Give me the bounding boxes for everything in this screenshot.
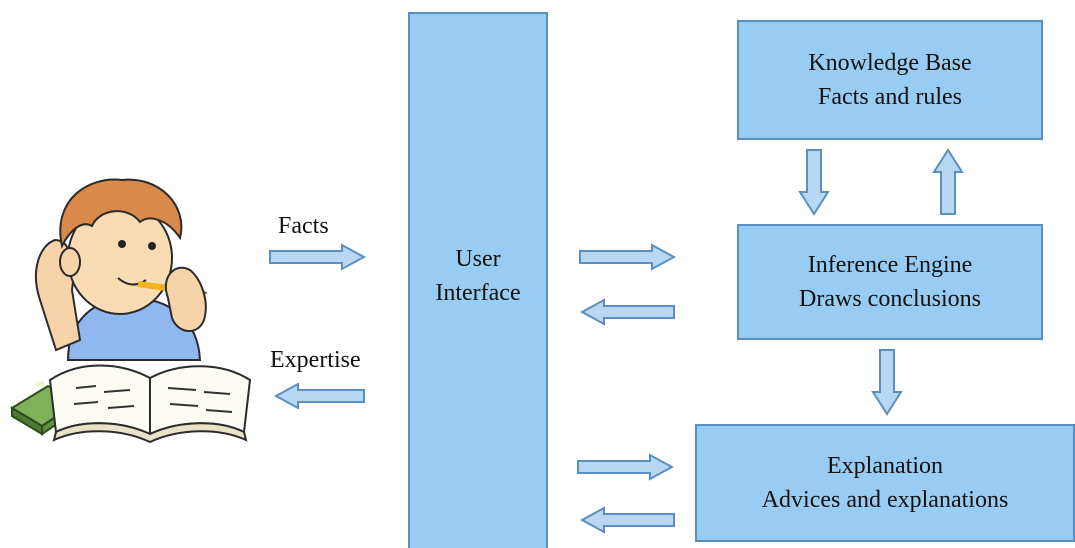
explanation-box: Explanation Advices and explanations xyxy=(695,424,1075,542)
ui-to-explanation-arrow xyxy=(577,453,675,481)
facts-arrow xyxy=(269,243,367,271)
knowledge-base-box: Knowledge Base Facts and rules xyxy=(737,20,1043,140)
kb-to-inference-arrow xyxy=(798,149,830,216)
inference-engine-line1: Inference Engine xyxy=(807,252,973,278)
inference-engine-line2: Draws conclusions xyxy=(799,286,981,312)
expertise-label: Expertise xyxy=(270,347,361,373)
expertise-arrow xyxy=(273,382,365,410)
explanation-line2: Advices and explanations xyxy=(761,487,1009,513)
explanation-to-ui-arrow xyxy=(579,506,675,534)
explanation-line1: Explanation xyxy=(827,453,943,479)
ui-to-inference-arrow xyxy=(579,243,677,271)
knowledge-base-line2: Facts and rules xyxy=(818,84,962,110)
user-interface-box: User Interface xyxy=(408,12,548,548)
user-interface-line2: Interface xyxy=(435,280,521,306)
inference-to-ui-arrow xyxy=(579,298,675,326)
knowledge-base-line1: Knowledge Base xyxy=(808,50,972,76)
facts-label: Facts xyxy=(278,213,329,239)
inference-to-kb-arrow xyxy=(932,148,964,215)
inference-engine-box: Inference Engine Draws conclusions xyxy=(737,224,1043,340)
book-icon xyxy=(48,364,252,444)
inference-to-explanation-arrow xyxy=(871,349,903,416)
user-interface-line1: User xyxy=(455,246,501,272)
